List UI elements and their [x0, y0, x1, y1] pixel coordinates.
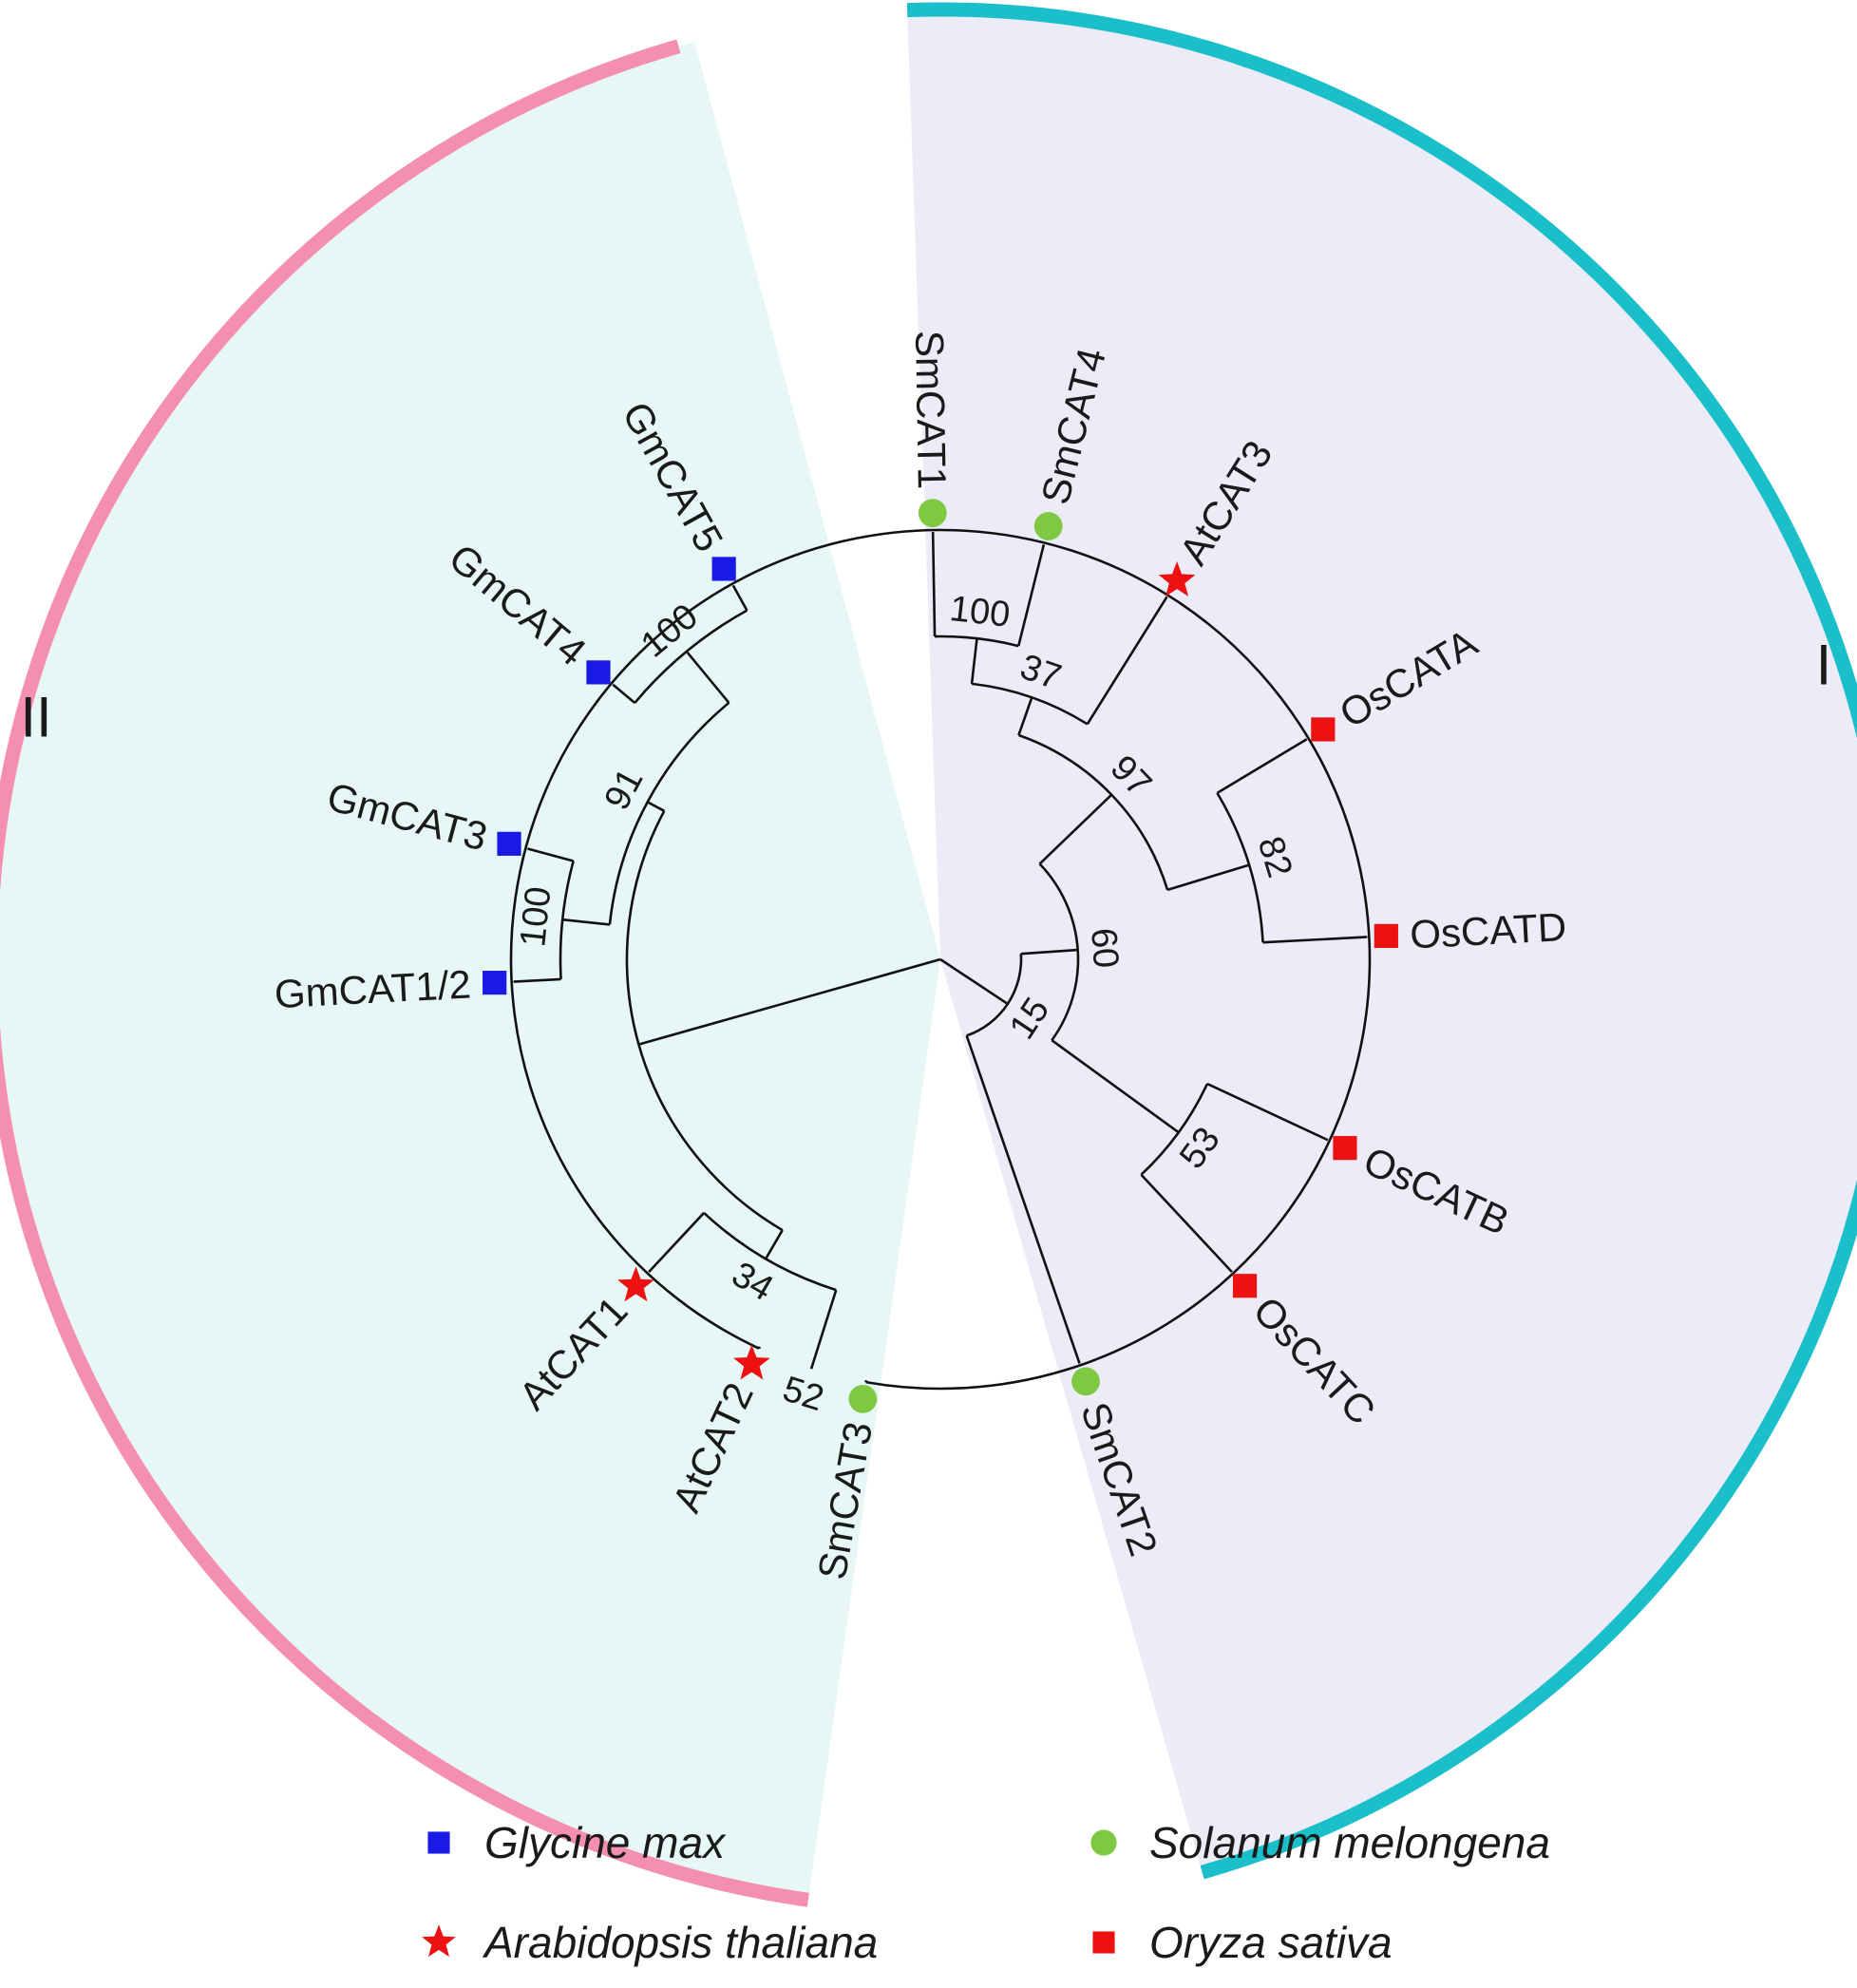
- node-edge-1: [638, 957, 941, 1046]
- node-0-0-0-0-edge-0: [970, 638, 978, 685]
- node-0-0-1-arc: [1140, 1083, 1209, 1176]
- node-1-0-0-edge-0: [757, 1346, 761, 1350]
- red-square-oscatb-icon: [1333, 1136, 1357, 1161]
- bootstrap-cladeI_core: 60: [1083, 927, 1126, 970]
- green-circle-smcat4-icon: [1033, 512, 1063, 540]
- legend-label-solanum: Solanum melongena: [1149, 1818, 1550, 1867]
- clade-i-arc: [906, 2, 1857, 1880]
- legend-label-arabidopsis: Arabidopsis thaliana: [482, 1918, 878, 1967]
- legend-red-square-icon: [1092, 1931, 1115, 1954]
- node-0-0-0-edge-0: [1017, 696, 1033, 736]
- red-square-oscatc-icon: [1232, 1274, 1258, 1298]
- node-1-1-1-arc: [634, 609, 748, 704]
- node-0-0-0-1-arc: [1216, 792, 1264, 943]
- node-1-1-edge-0: [562, 918, 611, 926]
- node-1-arc: [625, 810, 784, 1232]
- node-1-0-0-arc: [509, 528, 1372, 1391]
- node-0-0-0-1-edge-0: [1216, 738, 1308, 795]
- leaf-label-oscatd: OsCATD: [1409, 904, 1567, 957]
- node-0-0-0-arc: [1017, 733, 1169, 891]
- node-1-0-edge-0: [809, 1289, 838, 1370]
- node-1-1-0-arc: [559, 861, 575, 979]
- leaf-label-smcat1: SmCAT1: [907, 330, 955, 489]
- node-0-0-0-edge-1: [1166, 863, 1250, 892]
- red-square-oscatd-icon: [1374, 923, 1398, 949]
- green-circle-smcat3-icon: [848, 1384, 878, 1413]
- bootstrap-SmCAT1_SmCAT4: 100: [948, 589, 1013, 635]
- node-1-1-0-edge-1: [526, 847, 574, 862]
- node-0-edge-0: [1020, 948, 1078, 956]
- node-1-0-arc: [703, 1211, 837, 1292]
- node-0-0-1-edge-1: [1140, 1173, 1233, 1273]
- node-0-0-edge-0: [1038, 793, 1113, 865]
- node-1-edge-0: [764, 1229, 784, 1259]
- legend-label-oryza: Oryza sativa: [1149, 1918, 1393, 1967]
- clade-i-label: I: [1816, 634, 1832, 697]
- node-0-0-0-0-0-edge-1: [1016, 544, 1046, 647]
- legend-label-glycine: Glycine max: [484, 1818, 727, 1867]
- clade-ii-arc: [0, 39, 809, 1907]
- clade-ii-label: II: [20, 686, 51, 749]
- node-1-1-arc: [608, 701, 730, 925]
- blue-square-gmcat3-icon: [497, 831, 521, 856]
- node-0-0-0-0-0-edge-0: [931, 532, 937, 637]
- red-star-atcat2-icon: [733, 1344, 770, 1380]
- blue-square-gmcat4-icon: [586, 660, 611, 685]
- node-0-edge-1: [965, 1034, 1081, 1364]
- node-1-1-1-edge-0: [612, 683, 636, 705]
- node-0-0-0-0-arc: [971, 682, 1089, 726]
- red-star-atcat1-icon: [617, 1266, 654, 1302]
- node-edge-0: [939, 957, 1009, 1006]
- node-1-1-0-edge-0: [513, 977, 561, 983]
- leaf-label-gmcat12: GmCAT1/2: [274, 961, 472, 1016]
- blue-square-gmcat12-icon: [483, 970, 507, 995]
- blue-square-gmcat5-icon: [711, 557, 736, 581]
- node-0-0-0-1-edge-1: [1262, 936, 1368, 944]
- node-1-1-edge-1: [685, 651, 730, 704]
- node-0-0-0-0-edge-1: [1086, 596, 1168, 726]
- node-0-0-1-edge-0: [1206, 1082, 1329, 1142]
- green-circle-smcat2-icon: [1071, 1367, 1100, 1396]
- legend-blue-square-icon: [427, 1831, 450, 1854]
- legend-green-circle-icon: [1090, 1829, 1117, 1856]
- red-square-oscata-icon: [1311, 717, 1336, 742]
- node-0-0-arc: [1038, 862, 1080, 1041]
- node-1-1-1-edge-1: [731, 584, 748, 612]
- node-1-edge-1: [647, 801, 665, 812]
- node-0-arc: [966, 954, 1023, 1037]
- node-0-0-edge-1: [1051, 1039, 1180, 1134]
- green-circle-smcat1-icon: [918, 499, 947, 527]
- red-star-atcat3-icon: [1158, 561, 1196, 596]
- legend-red-star-icon: [422, 1924, 456, 1958]
- node-0-0-0-0-0-arc: [935, 634, 1019, 648]
- clade-ii-background: [0, 42, 940, 1901]
- bootstrap-GmCAT3_GmCAT12: 100: [513, 885, 559, 949]
- node-1-0-edge-1: [648, 1212, 706, 1273]
